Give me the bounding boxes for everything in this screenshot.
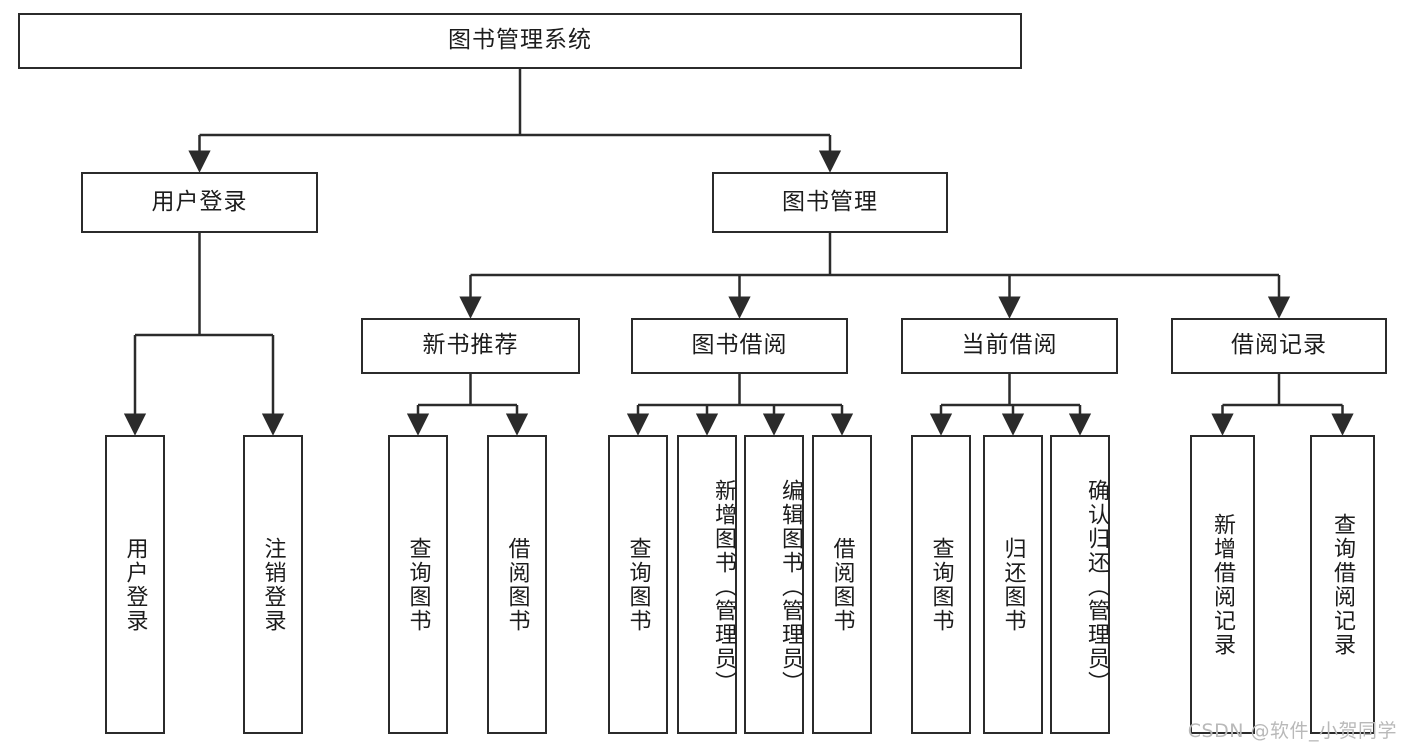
csdn-watermark: CSDN @软件_小贺同学 [1187, 720, 1397, 742]
node-leaf-query-book-2[interactable]: 查询图书 [608, 435, 668, 734]
node-label: 借阅记录 [1231, 332, 1327, 359]
node-label: 图书管理系统 [448, 27, 592, 54]
node-label: 注销登录 [260, 536, 286, 633]
node-label: 新增借阅记录 [1210, 512, 1236, 657]
node-user-login[interactable]: 用户登录 [81, 172, 318, 233]
node-leaf-query-book-1[interactable]: 查询图书 [388, 435, 448, 734]
node-borrow-record[interactable]: 借阅记录 [1171, 318, 1387, 374]
node-new-book-recommend[interactable]: 新书推荐 [361, 318, 580, 374]
node-label: 新书推荐 [422, 332, 519, 359]
node-leaf-return-book[interactable]: 归还图书 [983, 435, 1043, 734]
node-label: 借阅图书 [504, 536, 530, 633]
node-leaf-logout-login[interactable]: 注销登录 [243, 435, 303, 734]
node-leaf-user-login[interactable]: 用户登录 [105, 435, 165, 734]
node-label: 编辑图书（管理员） [778, 478, 803, 695]
node-label: 图书管理 [782, 188, 878, 215]
node-label: 查询图书 [928, 536, 954, 633]
node-leaf-add-borrow-record[interactable]: 新增借阅记录 [1190, 435, 1255, 734]
node-label: 查询图书 [405, 536, 431, 633]
node-label: 归还图书 [1000, 536, 1026, 633]
node-label: 图书借阅 [691, 332, 788, 359]
node-label: 查询借阅记录 [1330, 512, 1356, 657]
node-leaf-borrow-book-2[interactable]: 借阅图书 [812, 435, 872, 734]
node-label: 借阅图书 [829, 536, 855, 633]
node-leaf-add-book-admin[interactable]: 新增图书（管理员） [677, 435, 737, 734]
node-label: 用户登录 [151, 188, 248, 215]
node-leaf-borrow-book-1[interactable]: 借阅图书 [487, 435, 547, 734]
node-leaf-edit-book-admin[interactable]: 编辑图书（管理员） [744, 435, 804, 734]
node-label: 当前借阅 [961, 332, 1058, 359]
node-label: 用户登录 [122, 536, 148, 633]
node-leaf-query-book-3[interactable]: 查询图书 [911, 435, 971, 734]
node-book-borrow[interactable]: 图书借阅 [631, 318, 848, 374]
node-current-borrow[interactable]: 当前借阅 [901, 318, 1118, 374]
node-leaf-query-borrow-record[interactable]: 查询借阅记录 [1310, 435, 1375, 734]
node-book-manage[interactable]: 图书管理 [712, 172, 948, 233]
node-label: 查询图书 [625, 536, 651, 633]
node-root-system[interactable]: 图书管理系统 [18, 13, 1022, 69]
node-label: 新增图书（管理员） [711, 478, 736, 695]
node-label: 确认归还（管理员） [1084, 478, 1109, 695]
node-leaf-confirm-return-admin[interactable]: 确认归还（管理员） [1050, 435, 1110, 734]
